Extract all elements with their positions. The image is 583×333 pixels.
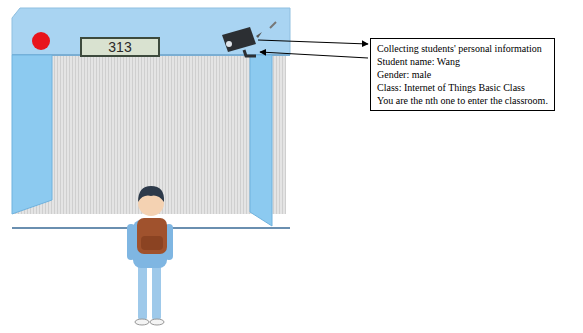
student-figure <box>127 186 173 325</box>
info-heading: Collecting students' personal informatio… <box>377 42 548 55</box>
leader-arrow <box>260 52 368 58</box>
counter-display: 313 <box>80 37 160 57</box>
room-number: 313 <box>82 39 158 55</box>
indicator-light <box>32 32 50 50</box>
gate-right-panel <box>250 55 272 226</box>
info-line: Gender: male <box>377 68 548 81</box>
info-line: Student name: Wang <box>377 55 548 68</box>
leader-arrow <box>258 40 368 44</box>
info-box: Collecting students' personal informatio… <box>370 38 555 111</box>
camera-symbol <box>222 22 276 56</box>
info-line: You are the nth one to enter the classro… <box>377 94 548 107</box>
gate-left-panel <box>12 55 52 214</box>
info-line: Class: Internet of Things Basic Class <box>377 81 548 94</box>
